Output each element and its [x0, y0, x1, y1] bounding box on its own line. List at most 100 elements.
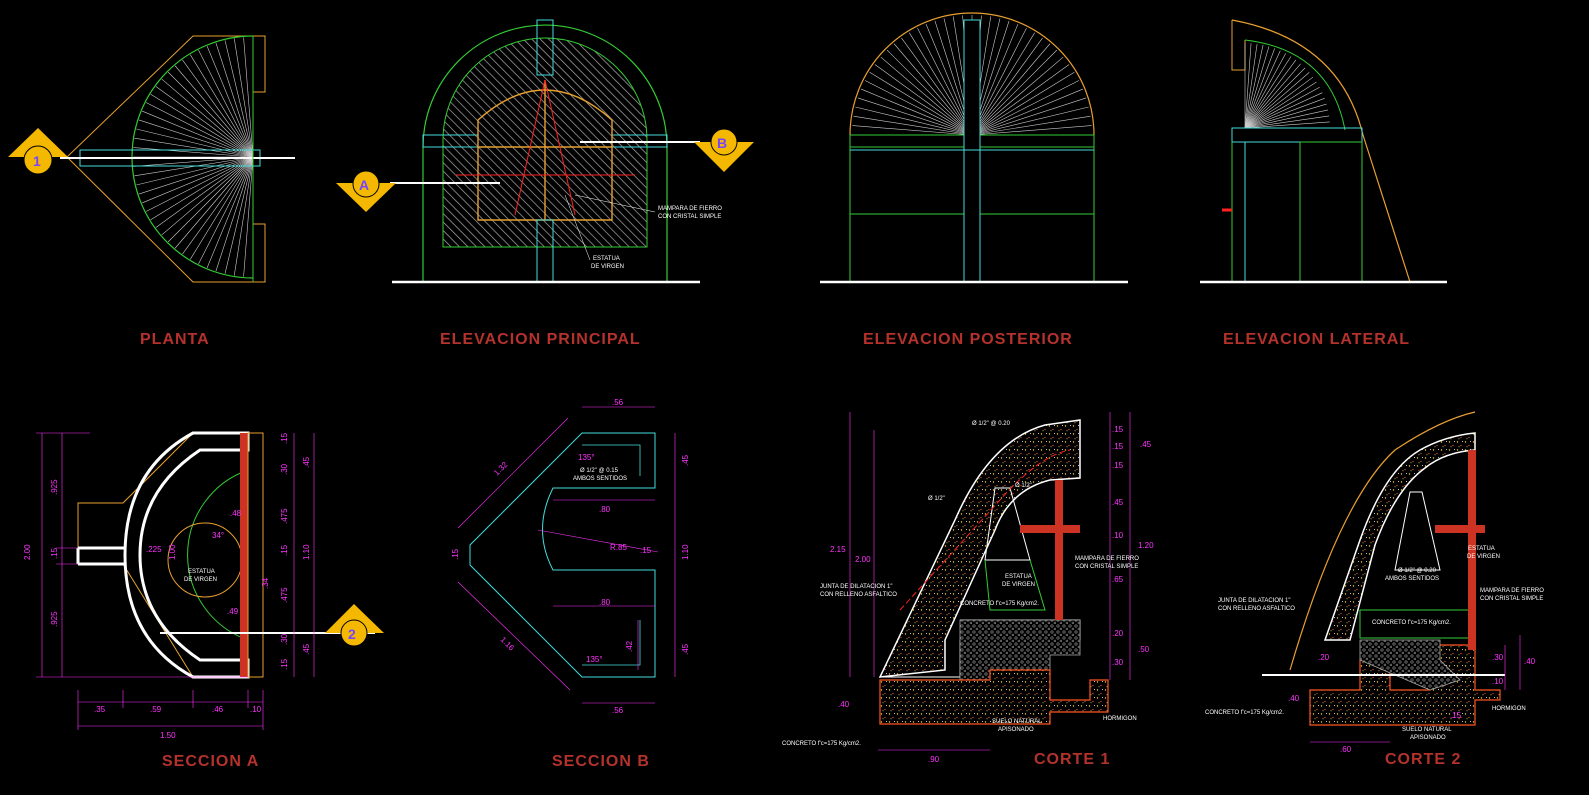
title-planta: PLANTA	[140, 331, 210, 348]
corte2-suelo-2: APISONADO	[1410, 735, 1446, 741]
hatch-ray	[233, 38, 254, 158]
dim-c1-8: .65	[1112, 575, 1124, 584]
dim-a-12: .15	[280, 658, 289, 670]
seccion-a-estatua-2: DE VIRGEN	[184, 577, 217, 583]
hatch-ray	[971, 32, 1035, 136]
dim-c1-5: .45	[1112, 498, 1124, 507]
hatch-ray	[224, 156, 254, 274]
dim-a-25: 34°	[212, 531, 224, 540]
corte1-varilla-c: Ø 1/2"	[1015, 483, 1032, 489]
hatch-ray	[1244, 44, 1264, 129]
dim-c1-3: .15	[1112, 461, 1124, 470]
corte1-mampara-2: CON CRISTAL SIMPLE	[1075, 564, 1138, 570]
dim-b-14: 135°	[586, 655, 603, 664]
hatch-ray	[864, 80, 973, 136]
hatch-ray	[1244, 56, 1292, 129]
dim-a-19: .10	[250, 705, 262, 714]
corte1-hormigon: HORMIGON	[1103, 716, 1137, 722]
hatch-ray	[971, 80, 1080, 136]
marker-b-label: B	[717, 135, 727, 151]
dim-c1-4: .45	[1140, 440, 1152, 449]
corte2-estatua-1: ESTATUA	[1468, 546, 1495, 552]
section-marker-2[interactable]	[325, 604, 384, 633]
dim-b-11: .42	[625, 640, 634, 652]
hatch-ray	[233, 156, 254, 276]
hatch-ray	[174, 156, 254, 249]
hatch-ray	[150, 94, 254, 158]
dim-a-18: .46	[212, 705, 224, 714]
section-marker-b[interactable]	[694, 142, 754, 172]
corte1-junta-2: CON RELLENO ASFALTICO	[820, 592, 897, 598]
hatch-ray	[1244, 63, 1301, 129]
corte2-junta-1: JUNTA DE DILATACION 1"	[1218, 598, 1290, 604]
dim-c1-7: 1.20	[1138, 541, 1154, 550]
dim-a-22: 1.00	[168, 544, 177, 560]
dim-c1-15: .90	[928, 755, 940, 764]
marker-2-label: 2	[348, 626, 356, 642]
dim-b-9: .15	[451, 548, 460, 560]
hatch-ray	[971, 27, 1027, 136]
hatch-ray	[1244, 46, 1270, 129]
hatch-ray	[869, 72, 973, 136]
hatch-ray	[971, 43, 1051, 136]
section-marker-1[interactable]	[8, 128, 68, 157]
dim-c1-12: 2.15	[830, 545, 846, 554]
hatch-ray	[182, 156, 254, 255]
dim-c1-14: .40	[838, 700, 850, 709]
hatch-ray	[161, 156, 254, 236]
dim-b-7: .15	[640, 546, 652, 555]
seccion-b-varilla: Ø 1/2" @ 0.15	[580, 468, 619, 474]
hatch-ray	[1244, 87, 1320, 129]
mampara-note-1: MAMPARA DE FIERRO	[658, 206, 722, 212]
dim-b-2: 135°	[578, 453, 595, 462]
estatua-note-1: ESTATUA	[593, 256, 620, 262]
hatch-ray	[857, 97, 973, 136]
hatch-ray	[198, 49, 254, 158]
corte2-suelo-1: SUELO NATURAL	[1402, 727, 1452, 733]
hatch-ray	[145, 102, 254, 158]
dim-b-4: 1.32	[492, 460, 510, 478]
hatch-ray	[133, 147, 254, 158]
hatch-ray	[136, 128, 254, 158]
corte2-ambos: AMBOS SENTIDOS	[1385, 576, 1439, 582]
hatch-ray	[215, 42, 254, 158]
dim-c2-5: .15	[1450, 711, 1462, 720]
dim-c1-9: .20	[1112, 629, 1124, 638]
dim-c1-6: .10	[1112, 531, 1124, 540]
mampara-note-2: CON CRISTAL SIMPLE	[658, 214, 721, 220]
hatch-ray	[861, 88, 973, 136]
hatch-ray	[174, 65, 254, 158]
dim-a-11: .30	[280, 633, 289, 645]
dim-c1-2: .15	[1112, 442, 1124, 451]
dim-b-10: .80	[599, 598, 611, 607]
corte1-junta-1: JUNTA DE DILATACION 1"	[820, 584, 892, 590]
hatch-ray	[1244, 43, 1258, 129]
dim-b-13: 1.16	[499, 635, 517, 653]
hatch-ray	[150, 156, 254, 220]
dim-a-23: .49	[227, 607, 239, 616]
title-corte-1: CORTE 1	[1034, 751, 1110, 768]
hatch-ray	[971, 64, 1070, 136]
hatch-ray	[852, 125, 973, 136]
hatch-ray	[1244, 98, 1325, 129]
seccion-b-ambos: AMBOS SENTIDOS	[573, 476, 627, 482]
dim-a-24: .48	[230, 509, 242, 518]
hatch-ray	[1244, 43, 1252, 129]
corte1-suelo-2: APISONADO	[998, 727, 1034, 733]
hatch-ray	[1244, 103, 1327, 129]
hatch-ray	[971, 49, 1058, 136]
marker-a-label: A	[359, 177, 369, 193]
hatch-ray	[1244, 121, 1330, 129]
corte1-concreto-bottom: CONCRETO f'c=175 Kg/cm2.	[782, 741, 861, 747]
title-corte-2: CORTE 2	[1385, 751, 1461, 768]
hatch-ray	[971, 72, 1075, 136]
dim-b-15: .56	[612, 706, 624, 715]
hatch-ray	[971, 125, 1092, 136]
dim-a-6: .30	[280, 463, 289, 475]
hatch-ray	[1244, 72, 1310, 129]
dim-c1-10: .50	[1138, 645, 1150, 654]
elevacion-lateral-view	[1200, 19, 1447, 284]
corte2-hormigon: HORMIGON	[1492, 706, 1526, 712]
title-elevacion-posterior: ELEVACION POSTERIOR	[863, 331, 1073, 348]
dim-a-14: 1.10	[302, 544, 311, 560]
